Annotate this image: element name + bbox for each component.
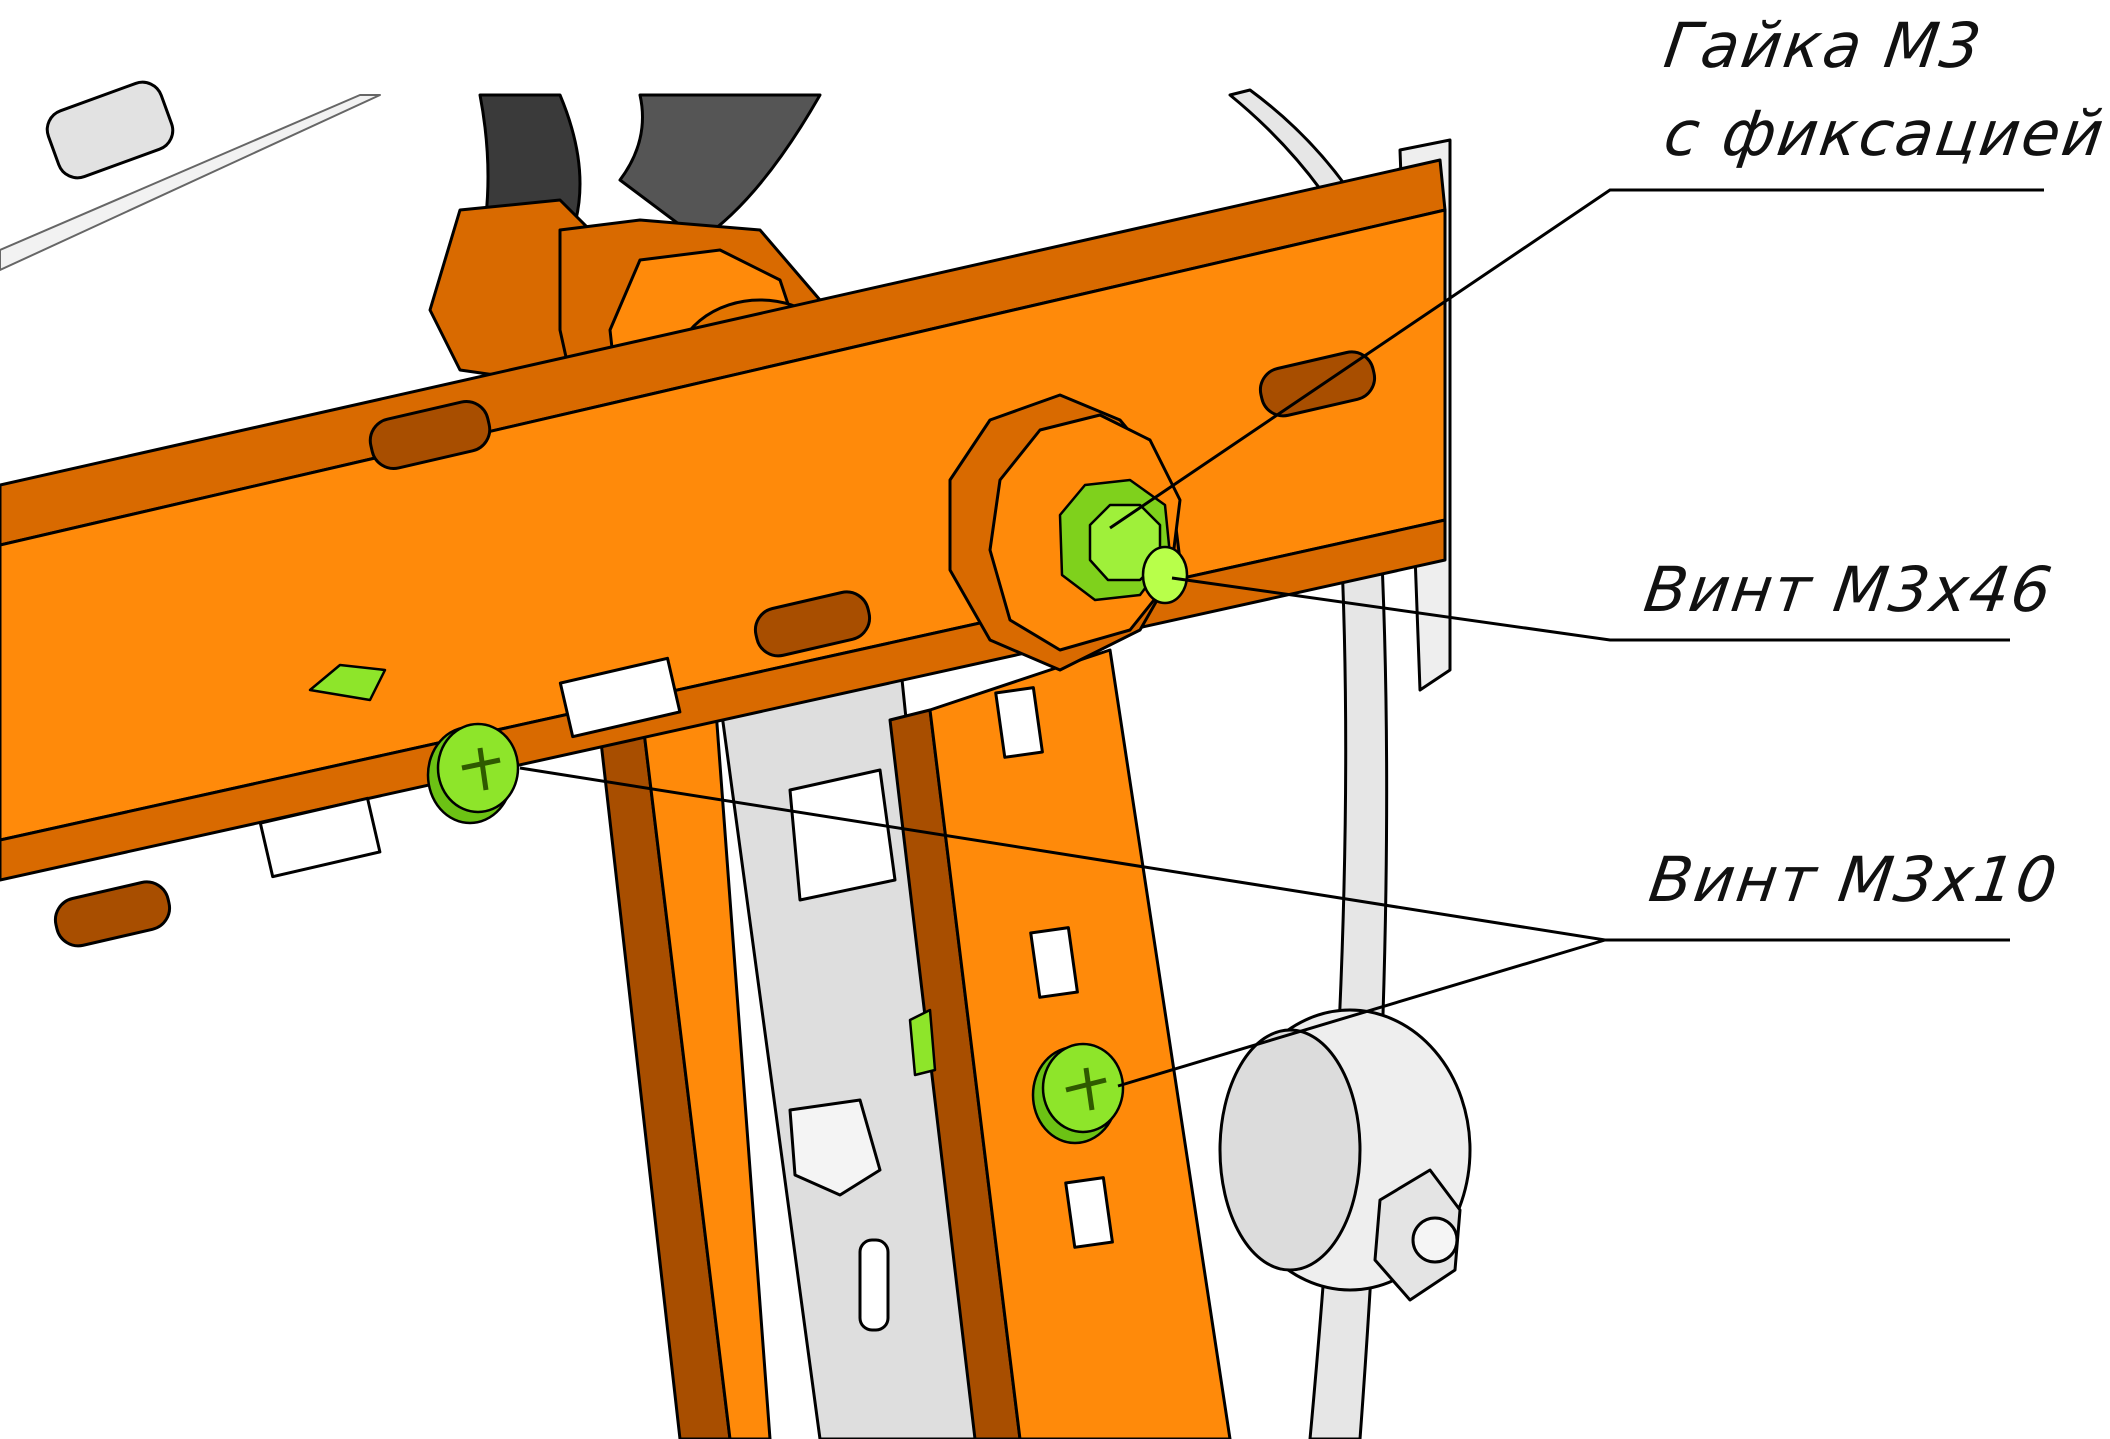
gray-top-plate (0, 94, 381, 271)
bar-slot-1 (368, 400, 492, 470)
bar-slot-3 (753, 590, 872, 658)
vertical-arm-right-side (888, 708, 1022, 1439)
arm-hole-2 (1029, 926, 1079, 999)
leader-screw-m3x10-branch (1117, 938, 1606, 1088)
gray-wheel-rim (1308, 518, 1389, 1439)
callout-nut-m3-line2: с фиксацией (1659, 97, 2110, 170)
black-arm-right (618, 93, 822, 242)
callout-screw-m3x46: Винт М3х46 (1639, 553, 2058, 626)
screw-hidden-center (908, 1008, 937, 1077)
assembly-diagram (0, 80, 2044, 1439)
bar-hole-2 (258, 796, 382, 879)
gray-center-slot (858, 1238, 890, 1332)
bar-hole-1 (558, 656, 682, 739)
phillips-head-icon (1065, 1067, 1107, 1111)
bar-slot-4 (53, 880, 172, 948)
gray-slot-top (45, 80, 175, 180)
screw-hidden-left (308, 663, 387, 702)
leader-nut-m3 (1109, 188, 2044, 530)
leader-screw-m3x46 (1171, 576, 2010, 642)
arm-hole-1 (994, 686, 1044, 759)
gray-center-window (788, 768, 897, 902)
phillips-head-icon (461, 747, 501, 791)
screw-m3x10-bar (426, 722, 520, 825)
screw-m3x46-end (1141, 545, 1189, 605)
nut-m3-locking (1058, 478, 1189, 605)
screw-m3x10-arm (1031, 1042, 1125, 1145)
leader-lines (519, 188, 2044, 1088)
callout-nut-m3-line1: Гайка М3 (1659, 9, 1988, 82)
gray-hub (1218, 1008, 1472, 1302)
gray-clip-center (788, 1098, 882, 1197)
arm-hole-3 (1064, 1176, 1114, 1249)
fasteners (308, 478, 1189, 1145)
callout-screw-m3x10: Винт М3х10 (1644, 843, 2063, 916)
